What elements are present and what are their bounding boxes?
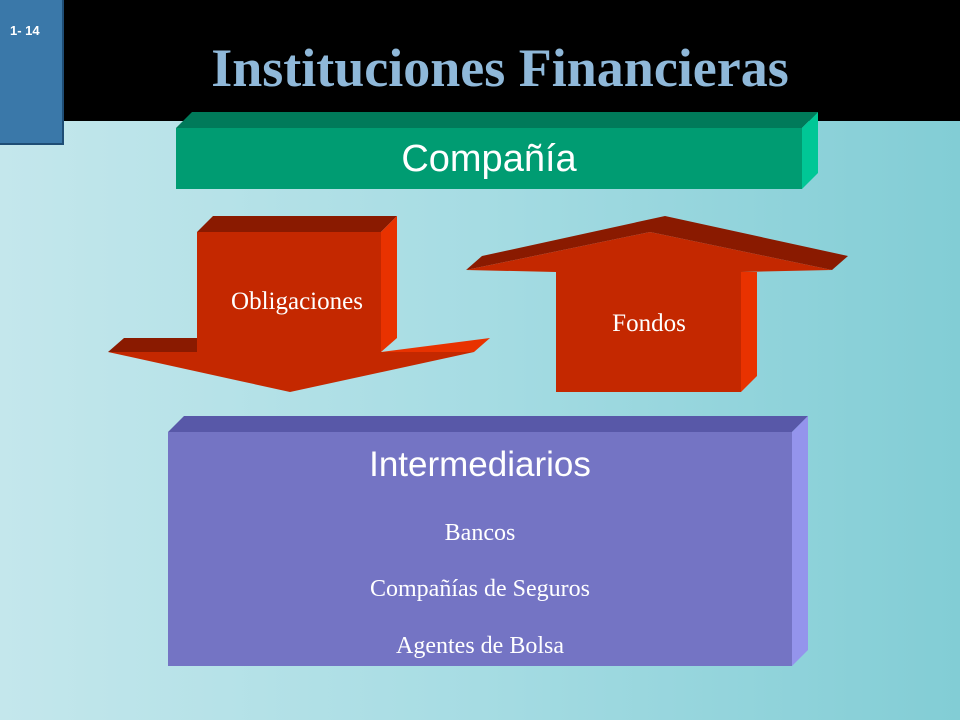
company-label: Compañía bbox=[401, 138, 577, 180]
fondos-label: Fondos bbox=[612, 310, 686, 337]
intermediario-item-bolsa: Agentes de Bolsa bbox=[396, 633, 564, 659]
slide-number-tab: 1- 14 bbox=[0, 0, 64, 145]
intermediarios-title: Intermediarios bbox=[369, 445, 591, 484]
slide-title: Instituciones Financieras bbox=[211, 38, 789, 98]
intermediario-item-bancos: Bancos bbox=[444, 520, 516, 546]
company-box bbox=[176, 112, 818, 189]
fondos-arrow bbox=[466, 216, 848, 392]
title-bar bbox=[0, 0, 960, 121]
intermediario-item-seguros: Compañías de Seguros bbox=[370, 576, 590, 602]
slide-number: 1- 14 bbox=[10, 23, 40, 38]
obligaciones-label: Obligaciones bbox=[231, 288, 363, 315]
obligaciones-arrow bbox=[108, 216, 490, 392]
intermediarios-box bbox=[168, 416, 808, 666]
